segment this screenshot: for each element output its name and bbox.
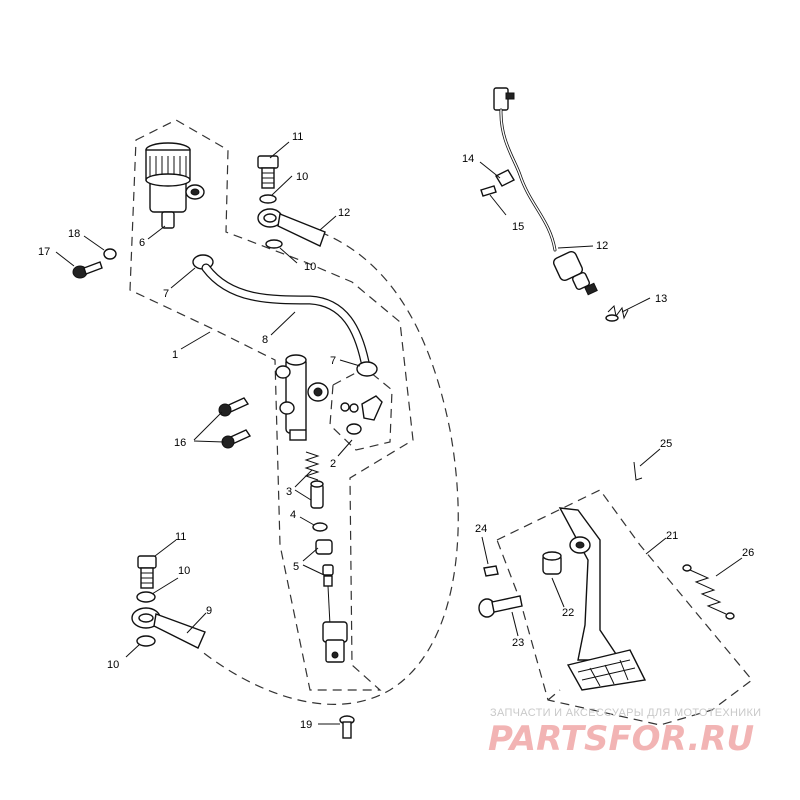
- callout-10-c: 10: [178, 565, 190, 577]
- washer-lower-bottom: [136, 635, 156, 647]
- callout-7-upper: 7: [163, 288, 169, 300]
- switch-bracket: [495, 169, 515, 187]
- brake-light-switch: [493, 87, 598, 296]
- switch-spring: [605, 304, 629, 322]
- piston-spring: [304, 451, 320, 481]
- leader-lines: [55, 141, 743, 725]
- callout-21: 21: [666, 530, 678, 542]
- callout-25: 25: [660, 438, 672, 450]
- pedal-pivot-bolt: [478, 595, 523, 618]
- watermark: ЗАПЧАСТИ И АКСЕССУАРЫ ДЛЯ МОТОТЕХНИКИ PA…: [488, 707, 761, 759]
- callout-14: 14: [462, 153, 474, 165]
- callout-24: 24: [475, 523, 487, 535]
- callout-23: 23: [512, 637, 524, 649]
- callout-4: 4: [290, 509, 296, 521]
- callout-11-a: 11: [292, 131, 303, 143]
- circlip: [312, 522, 328, 532]
- callout-18: 18: [68, 228, 80, 240]
- callout-8: 8: [262, 334, 268, 346]
- group-outlines: [129, 119, 753, 726]
- callout-labels: 1 2 3 4 5 6 7 7 8 9 10 10 10 10 11 11 12…: [38, 131, 754, 731]
- callout-6: 6: [139, 237, 145, 249]
- callout-12-b: 12: [596, 240, 608, 252]
- banjo-bolt-upper: [257, 155, 279, 189]
- banjo-fitting-lower: [131, 607, 206, 649]
- washer-reservoir-mount: [103, 248, 117, 260]
- callout-11-b: 11: [175, 531, 186, 543]
- switch-screw: [480, 185, 497, 197]
- washer-lower-top: [136, 591, 156, 603]
- callout-10-a: 10: [296, 171, 308, 183]
- callout-5: 5: [293, 561, 299, 573]
- mounting-bolt-lower: [221, 429, 252, 449]
- callout-13: 13: [655, 293, 667, 305]
- return-spring: [682, 564, 735, 620]
- washer-upper-top: [259, 194, 277, 204]
- callout-1: 1: [172, 349, 178, 361]
- master-cylinder-body: [275, 354, 329, 441]
- pushrod: [322, 564, 348, 663]
- washer-upper-bottom: [265, 239, 283, 249]
- pedal-small-bolt: [483, 565, 499, 577]
- reservoir: [145, 142, 205, 229]
- watermark-logo: PARTSFOR.RU: [488, 719, 754, 759]
- piston: [310, 480, 324, 509]
- pushrod-boot: [315, 539, 333, 555]
- watermark-tagline: ЗАПЧАСТИ И АКСЕССУАРЫ ДЛЯ МОТОТЕХНИКИ: [490, 707, 761, 719]
- callout-22: 22: [562, 607, 574, 619]
- hose-clip-bottom: [356, 361, 378, 377]
- callout-19: 19: [300, 719, 312, 731]
- inlet-elbow-kit: [340, 395, 383, 435]
- callout-7-lower: 7: [330, 355, 336, 367]
- banjo-bolt-lower: [137, 555, 157, 589]
- callout-2: 2: [330, 458, 336, 470]
- callout-12-a: 12: [338, 207, 350, 219]
- pedal-bushing: [542, 551, 562, 575]
- callout-15: 15: [512, 221, 524, 233]
- callout-16: 16: [174, 437, 186, 449]
- bolt-reservoir-mount: [72, 261, 103, 279]
- bleed-screw: [339, 715, 355, 739]
- mounting-bolt-upper: [218, 397, 250, 417]
- callout-10-d: 10: [107, 659, 119, 671]
- callout-17: 17: [38, 246, 50, 258]
- callout-10-b: 10: [304, 261, 316, 273]
- banjo-fitting-upper: [257, 208, 326, 247]
- callout-26: 26: [742, 547, 754, 559]
- callout-9: 9: [206, 605, 212, 617]
- split-pin: [633, 461, 643, 481]
- brake-pedal: [558, 507, 647, 691]
- callout-3: 3: [286, 486, 292, 498]
- reservoir-hose: [201, 263, 370, 367]
